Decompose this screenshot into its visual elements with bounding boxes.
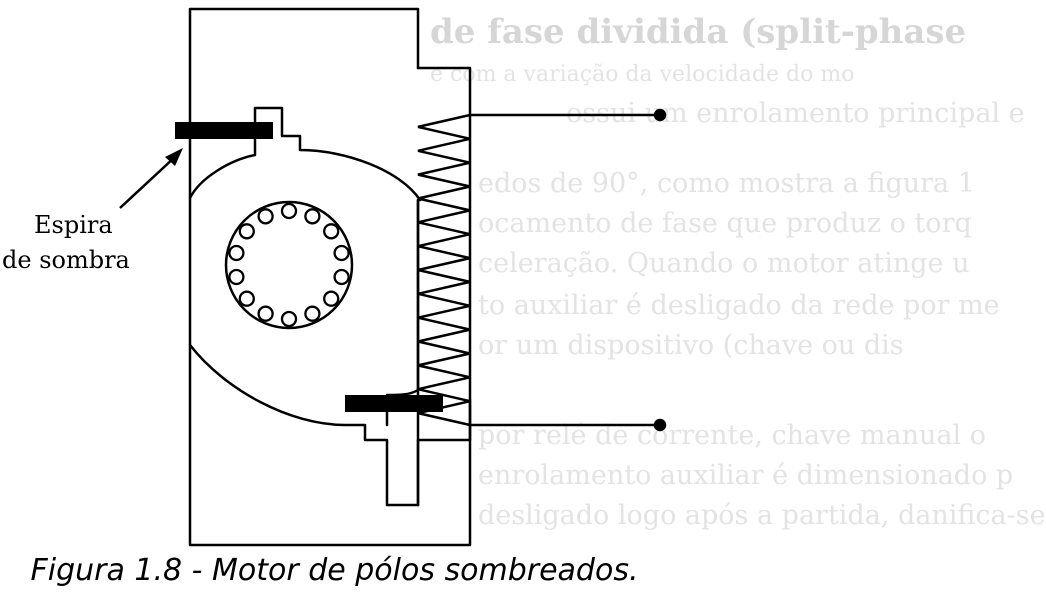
rotor-bar [333,244,350,262]
rotor-bar [323,290,340,307]
background-bleed-title: de fase dividida (split-phase [430,12,967,52]
rotor-bar [238,290,255,307]
background-bleed-line: ocamento de fase que produz o torq [478,208,972,239]
rotor-bar [238,223,255,240]
rotor-bar [228,268,245,286]
background-bleed-line: ossui um enrolamento principal e [566,98,1025,129]
rotor-bar [323,223,340,240]
rotor [224,200,354,330]
main-winding [417,113,471,427]
background-bleed-subtitle: e com a variação da velocidade do mo [430,62,855,87]
rotor-bar [304,208,321,225]
rotor-bar [333,268,350,286]
background-bleed-line: to auxiliar é desligado da rede por me [478,290,1000,321]
rotor-bar [280,202,298,220]
background-bleed-line: celeração. Quando o motor atinge u [478,248,970,279]
figure-caption: Figura 1.8 - Motor de pólos sombreados. [30,553,639,588]
stator-frame [188,7,472,547]
motor-diagram [119,7,667,547]
label-espira: Espira [34,211,113,239]
background-bleed-line: enrolamento auxiliar é dimensionado p [478,460,1014,491]
lower-pole-flank [385,198,420,427]
background-bleed-line: or um dispositivo (chave ou dis [478,330,904,361]
rotor-bar [304,305,321,322]
rotor-bar [257,208,274,225]
terminal-bottom [653,418,667,432]
rotor-bar [228,244,245,262]
rotor-bar [257,305,274,322]
shading-coil-upper [175,122,273,139]
pointer-arrow-head [165,148,183,166]
background-bleed-line: desligado logo após a partida, danifica-… [478,500,1046,531]
shading-coil-lower [345,395,443,412]
pointer-arrow-line [119,155,177,209]
background-bleed-line: edos de 90°, como mostra a figura 1 [478,168,975,199]
label-de-sombra: de sombra [2,246,130,274]
terminal-top [653,108,667,122]
upper-pole [188,106,422,507]
rotor-bar [280,310,298,328]
lower-pole [188,343,420,507]
